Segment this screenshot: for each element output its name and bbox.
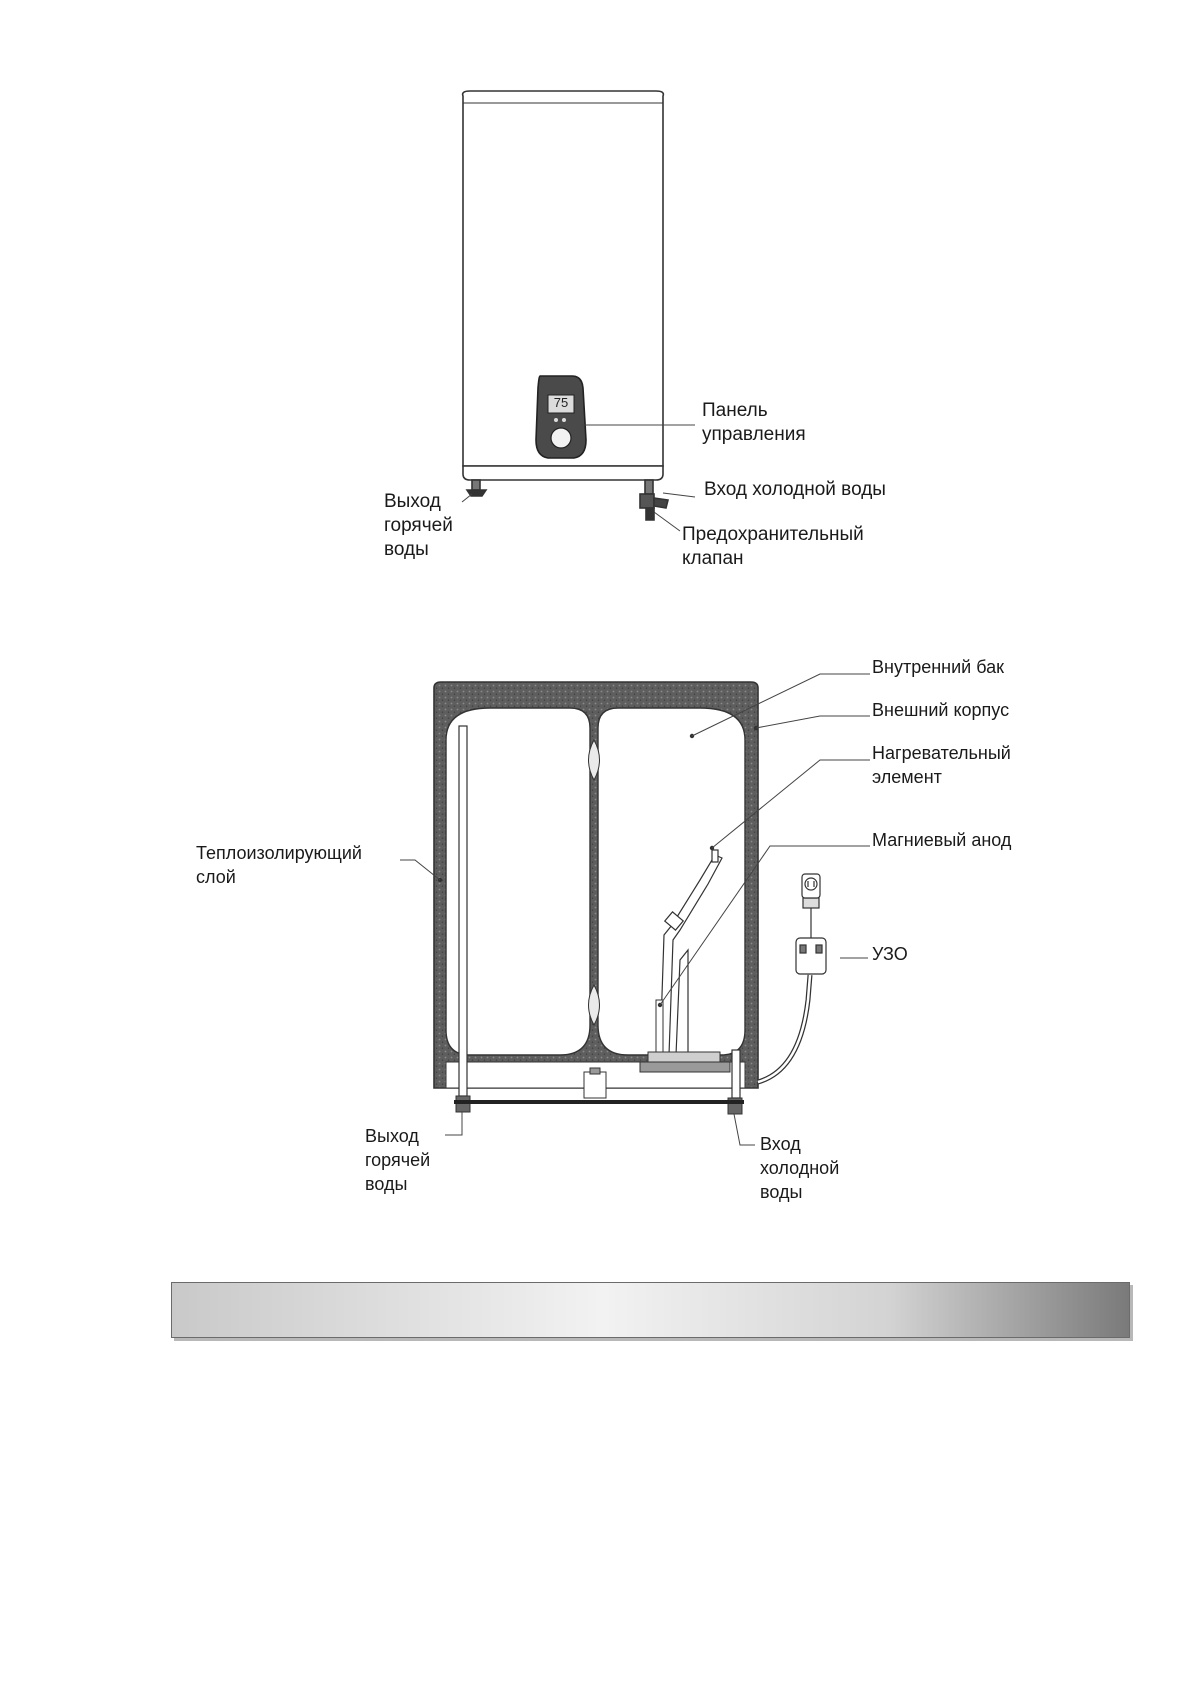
hot-outlet-pipe (458, 725, 468, 1097)
control-panel-display-value: 75 (553, 395, 569, 410)
plug-icon (801, 873, 821, 899)
control-knob (550, 427, 572, 449)
inner-tank-left (445, 707, 591, 1056)
control-panel-display (547, 394, 575, 414)
cold-inlet-pipe (731, 1049, 741, 1099)
label-heating-element: Нагревательный элемент (872, 743, 1011, 787)
magnesium-anode (655, 999, 664, 1059)
heater-section-view (400, 673, 870, 1146)
label-control-panel: Панель управления (702, 400, 806, 445)
heater-front-bottom-cap (462, 465, 664, 481)
label-inner-tank: Внутренний бак (872, 657, 1004, 677)
label-cold-inlet-section: Вход холодной воды (760, 1134, 840, 1202)
heating-element (659, 849, 723, 1056)
hot-outlet-fitting (465, 479, 488, 497)
label-insulation-layer: Теплоизолирующий слой (196, 843, 362, 887)
control-panel (535, 375, 587, 459)
heater-front-body (461, 90, 665, 467)
inner-tank-right (597, 707, 746, 1056)
rcd-device (795, 897, 827, 975)
label-cold-inlet-front: Вход холодной воды (704, 479, 886, 500)
label-safety-valve: Предохранительный клапан (682, 524, 864, 569)
label-hot-outlet-section: Выход горячей воды (365, 1126, 431, 1194)
section-header-bar (171, 1282, 1130, 1338)
heater-front-view (461, 90, 696, 532)
label-hot-outlet-front: Выход горячей воды (384, 491, 453, 560)
cold-inlet-fitting (639, 479, 669, 521)
label-outer-casing: Внешний корпус (872, 700, 1010, 720)
label-magnesium-anode: Магниевый анод (872, 830, 1012, 850)
label-rcd: УЗО (872, 944, 908, 964)
